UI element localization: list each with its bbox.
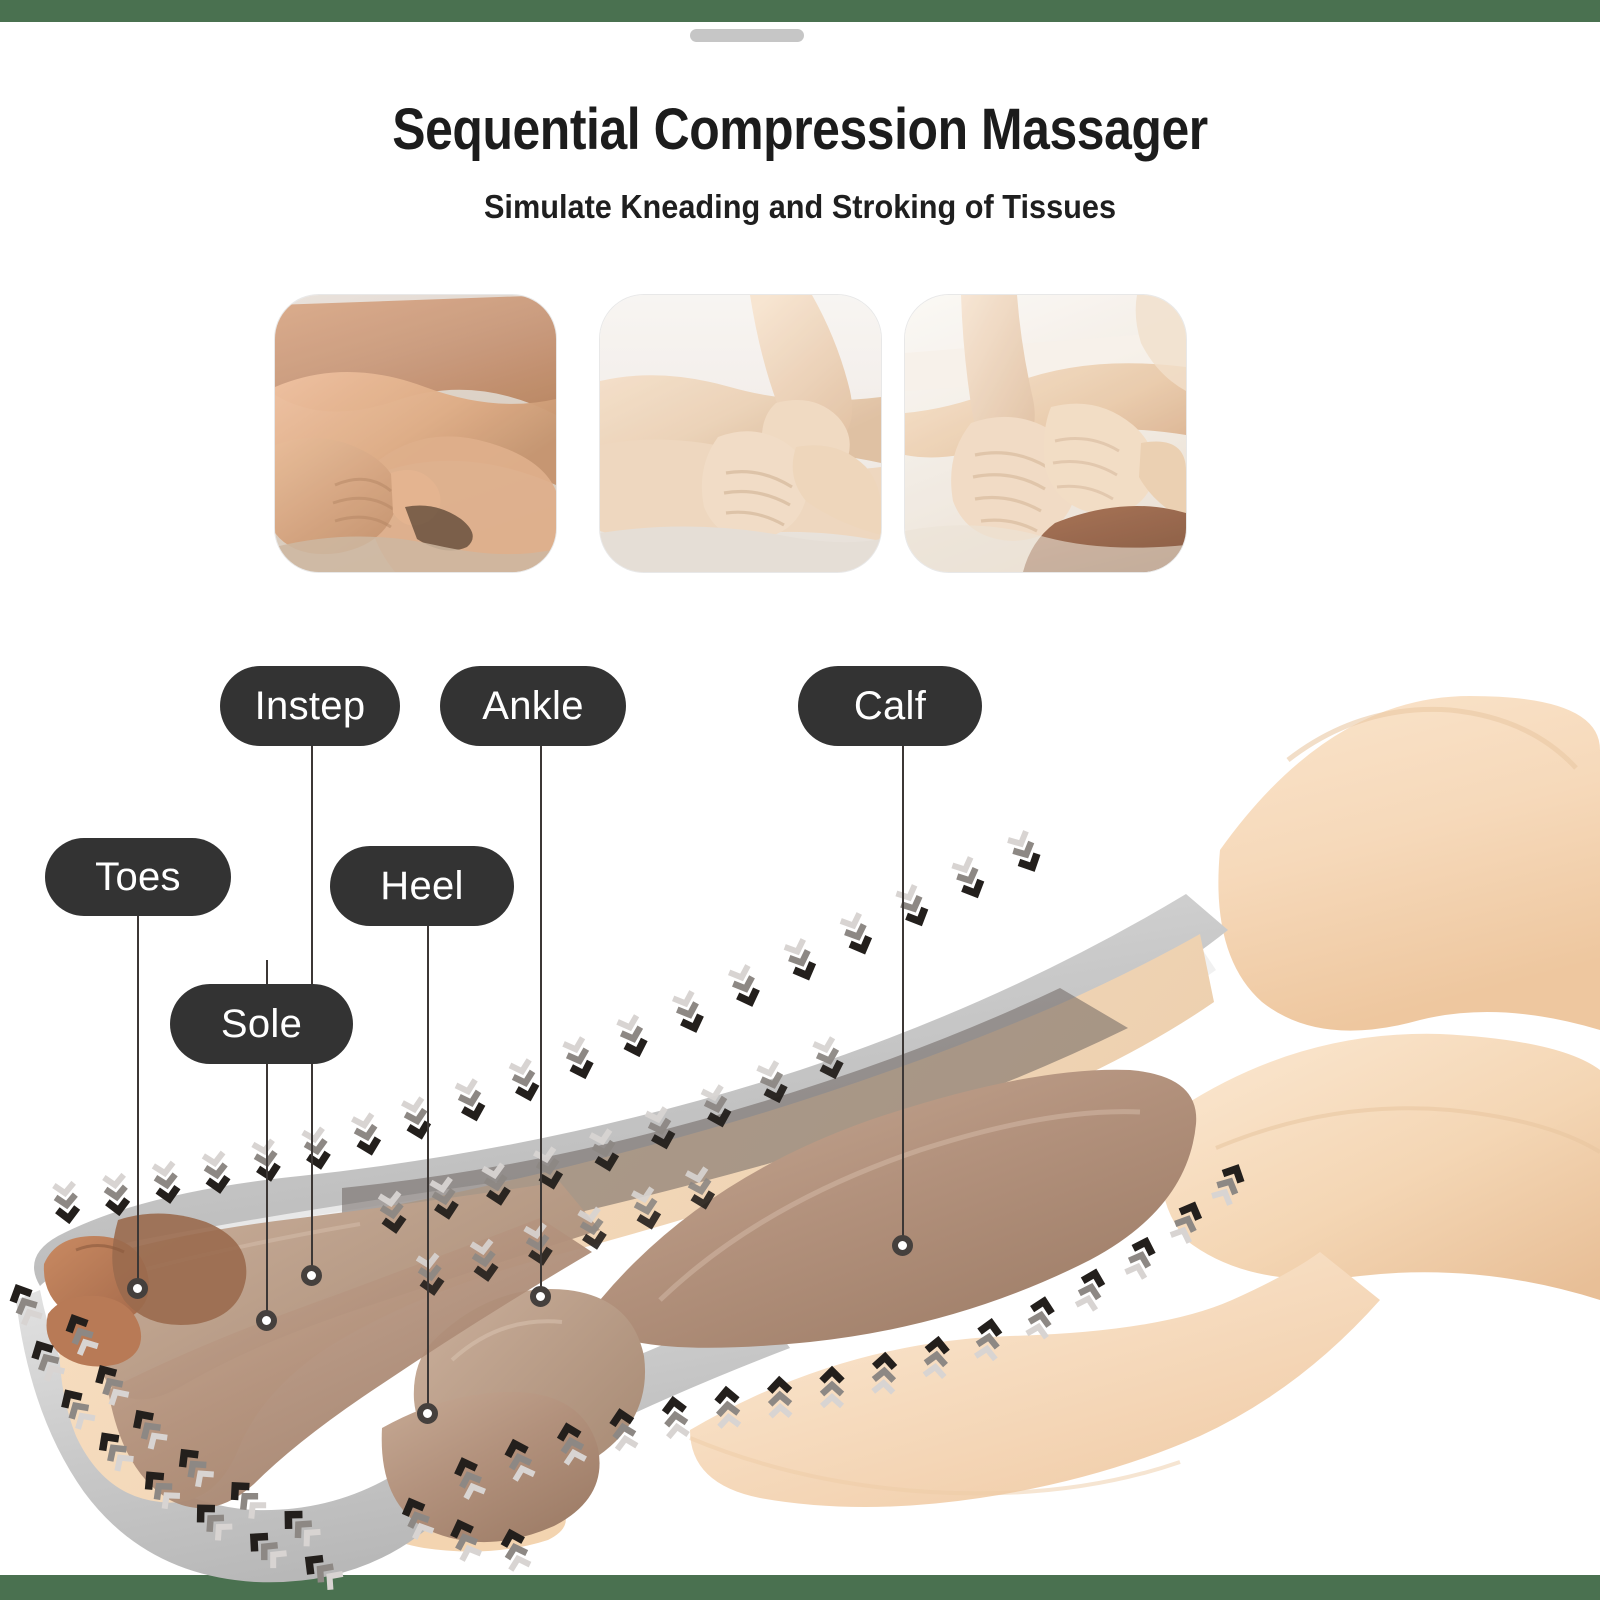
photo-3-artwork	[905, 295, 1186, 572]
photo-2-artwork	[600, 295, 881, 572]
leader-dot-instep	[301, 1265, 322, 1286]
leader-line-calf	[902, 746, 904, 1245]
label-instep-text: Instep	[254, 683, 366, 728]
label-heel[interactable]: Heel	[330, 846, 514, 926]
page-subtitle: Simulate Kneading and Stroking of Tissue…	[483, 188, 1117, 225]
scroll-handle-pill[interactable]	[690, 29, 804, 42]
label-sole[interactable]: Sole	[170, 984, 353, 1064]
leader-line-heel	[427, 926, 429, 1413]
label-ankle[interactable]: Ankle	[440, 666, 626, 746]
label-calf[interactable]: Calf	[798, 666, 982, 746]
label-sole-text: Sole	[220, 1001, 303, 1046]
photo-1-artwork	[275, 295, 556, 572]
massage-photo-stroking-leg[interactable]	[600, 295, 881, 572]
leg-compression-zones-diagram	[0, 696, 1600, 1600]
massage-photo-kneading-back[interactable]	[275, 295, 556, 572]
page-title: Sequential Compression Massager	[392, 97, 1208, 162]
leader-dot-heel	[417, 1403, 438, 1424]
leader-dot-calf	[892, 1235, 913, 1256]
leader-dot-sole	[256, 1310, 277, 1331]
leader-line-toes	[137, 916, 139, 1288]
label-ankle-text: Ankle	[482, 683, 584, 728]
leader-dot-ankle	[530, 1286, 551, 1307]
massage-photo-pressing-limb[interactable]	[905, 295, 1186, 572]
leader-dot-toes	[127, 1278, 148, 1299]
label-toes[interactable]: Toes	[45, 838, 231, 916]
label-heel-text: Heel	[380, 863, 464, 908]
label-toes-text: Toes	[95, 854, 181, 899]
label-instep[interactable]: Instep	[220, 666, 400, 746]
leader-line-sole	[266, 960, 268, 1320]
label-calf-text: Calf	[853, 683, 927, 728]
top-accent-bar	[0, 0, 1600, 22]
leader-line-ankle	[540, 746, 542, 1296]
